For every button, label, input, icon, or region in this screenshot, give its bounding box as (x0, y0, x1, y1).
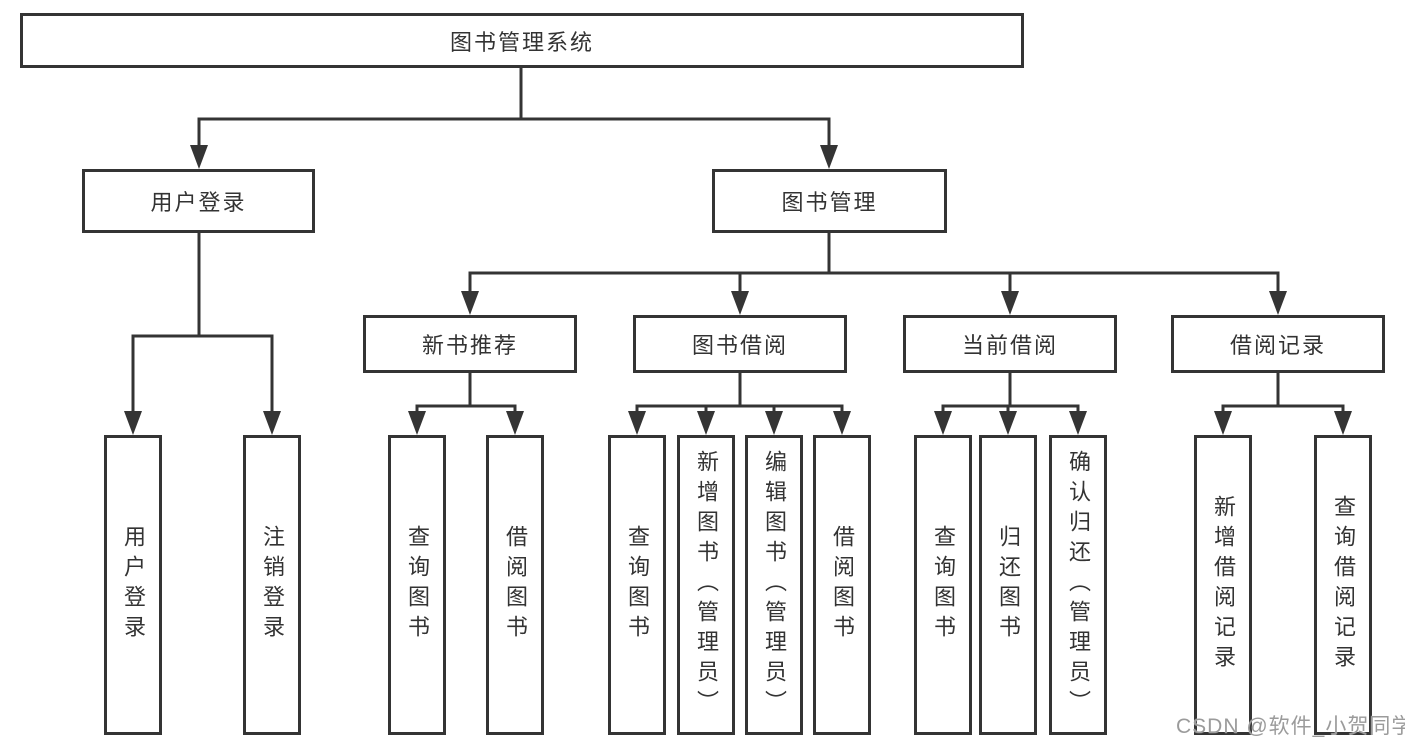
node-borrowing-records: 借阅记录 (1171, 315, 1385, 373)
csdn-watermark: CSDN @软件_小贺同学 (1176, 715, 1405, 738)
node-book-management: 图书管理 (712, 169, 947, 233)
leaf-add-borrow-record: 新增借阅记录 (1194, 435, 1252, 735)
leaf-user-login: 用户登录 (104, 435, 162, 735)
node-new-book-recommendation: 新书推荐 (363, 315, 577, 373)
leaf-confirm-return-admin: 确认归还（管理员） (1049, 435, 1107, 735)
node-book-borrowing: 图书借阅 (633, 315, 847, 373)
node-user-login: 用户登录 (82, 169, 315, 233)
leaf-query-books-recommend: 查询图书 (388, 435, 446, 735)
leaf-borrow-books-recommend: 借阅图书 (486, 435, 544, 735)
connectors-newbook-children (408, 369, 524, 435)
connectors-records-children (1214, 369, 1352, 435)
connectors-current-children (934, 369, 1087, 435)
leaf-borrow-books: 借阅图书 (813, 435, 871, 735)
connectors-root-to-level2 (190, 64, 838, 169)
connectors-bookmgmt-children (461, 229, 1287, 315)
node-library-management-system: 图书管理系统 (20, 13, 1024, 68)
node-current-borrowing: 当前借阅 (903, 315, 1117, 373)
connectors-userlogin-children (124, 229, 281, 435)
leaf-query-borrow-record: 查询借阅记录 (1314, 435, 1372, 735)
leaf-logout: 注销登录 (243, 435, 301, 735)
leaf-return-books: 归还图书 (979, 435, 1037, 735)
connectors-borrow-children (628, 369, 851, 435)
leaf-query-books-borrow: 查询图书 (608, 435, 666, 735)
leaf-edit-books-admin: 编辑图书（管理员） (745, 435, 803, 735)
leaf-add-books-admin: 新增图书（管理员） (677, 435, 735, 735)
leaf-query-books-current: 查询图书 (914, 435, 972, 735)
